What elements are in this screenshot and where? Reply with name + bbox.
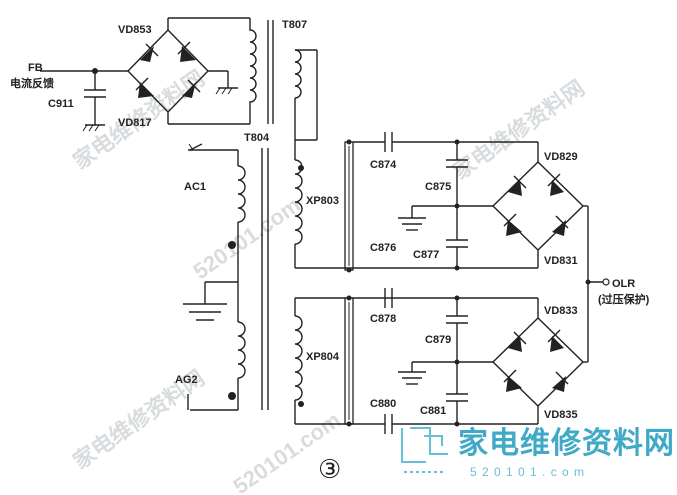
t807-label: T807 [282,19,307,31]
watermark-diagonal-2: 520101.com [189,192,306,284]
olr-label: OLR [612,278,635,290]
c877-label: C877 [413,249,439,261]
diode-icon [182,79,201,98]
fb-cn-label: 电流反馈 [10,76,54,90]
diode-icon [140,43,159,62]
diode-icon [550,180,564,196]
junction-dot [454,265,460,271]
figure-number: ③ [318,455,341,485]
fb-input-section: FB 电流反馈 C911 [10,62,128,132]
diode-icon [508,180,522,196]
diode-icon [552,376,566,392]
vd833-label: VD833 [544,305,578,317]
brand-watermark: 家电维修资料网 5 2 0 1 0 1 . c o m [401,427,675,479]
ac1-label: AC1 [184,181,206,193]
vd817-label: VD817 [118,117,152,129]
vd853-label: VD853 [118,24,152,36]
c881-label: C881 [420,405,446,417]
upper-secondary: XP803 C874 C876 C875 C877 [294,132,585,273]
diode-icon [508,336,522,352]
diode-icon [506,220,522,236]
brand-title: 家电维修资料网 [458,427,675,460]
output-terminal [602,278,610,286]
diode-icon [550,336,564,352]
c874-label: C874 [370,159,397,171]
polarity-dot [298,401,304,407]
c880-label: C880 [370,398,396,410]
watermark-diagonal-3: 家电维修资料网 [449,75,590,184]
polarity-dot [228,392,236,400]
lower-secondary: XP804 C878 C880 C879 C881 [294,288,585,434]
bridge-rectifier-1: VD853 VD817 [118,17,250,129]
diode-icon [552,220,566,236]
brand-site: 5 2 0 1 0 1 . c o m [470,465,585,479]
vd829-label: VD829 [544,151,578,163]
diode-icon [177,41,196,62]
t804-label: T804 [244,132,270,144]
junction-dot [454,421,460,427]
transformer-t807: T807 [249,18,318,141]
polarity-dot [228,241,236,249]
c878-label: C878 [370,313,396,325]
diode-icon [135,77,154,98]
brand-logo-icon [401,427,448,473]
olr-output: OLR (过压保护) [583,205,650,363]
ag2-label: AG2 [175,374,198,386]
diode-icon [506,376,522,392]
transformer-t804: T804 AC1 AG2 [175,132,270,411]
c875-label: C875 [425,181,451,193]
junction-dot [585,279,591,285]
olr-cn-label: (过压保护) [598,292,650,306]
fb-label: FB [28,62,43,74]
xp803-label: XP803 [306,195,339,207]
c911-label: C911 [48,98,74,110]
c879-label: C879 [425,334,451,346]
c876-label: C876 [370,242,396,254]
polarity-dot [298,165,304,171]
vd831-label: VD831 [544,255,578,267]
vd835-label: VD835 [544,409,578,421]
xp804-label: XP804 [306,351,340,363]
